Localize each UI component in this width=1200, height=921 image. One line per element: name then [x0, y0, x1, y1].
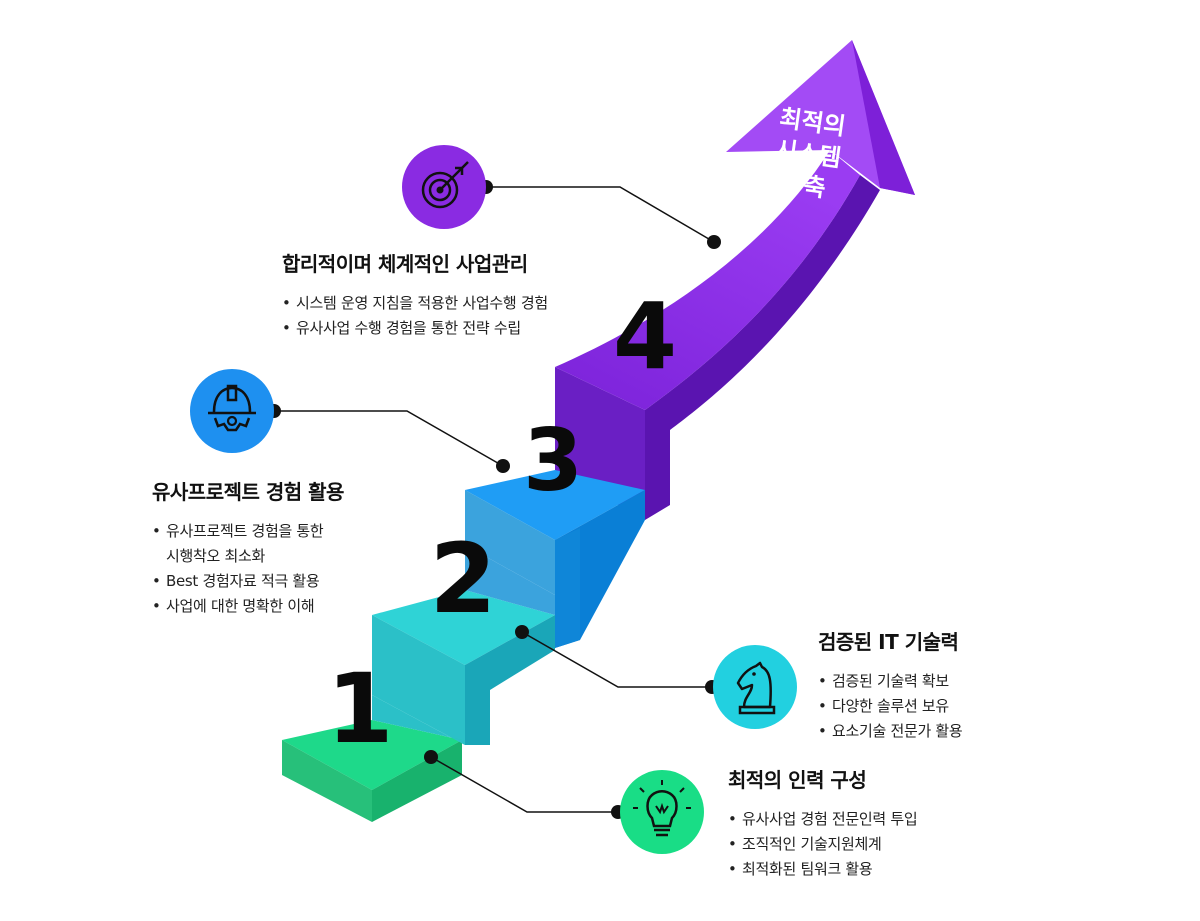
step-1 [282, 695, 465, 822]
block-tech-title: 검증된 IT 기술력 [818, 630, 959, 654]
block-management: 합리적이며 체계적인 사업관리 시스템 운영 지침을 적용한 사업수행 경험 유… [282, 248, 548, 341]
arrow-label-line-3: 구축 [780, 169, 828, 203]
block-people-title: 최적의 인력 구성 [728, 768, 867, 792]
step-3 [465, 470, 645, 648]
step-4-arrow [555, 40, 915, 520]
list-item: 조직적인 기술지원체계 [728, 832, 917, 857]
connectors [274, 186, 715, 813]
block-management-title: 합리적이며 체계적인 사업관리 [282, 252, 528, 276]
dot [424, 750, 438, 764]
connector-tech [521, 631, 712, 688]
chess-knight-icon [713, 645, 797, 729]
list-item: 유사사업 경험 전문인력 투입 [728, 807, 918, 832]
connector-people [430, 756, 618, 813]
step-number-2: 2 [430, 523, 497, 635]
lightbulb-icon [620, 770, 704, 854]
list-item: 유사프로젝트 경험을 통한 시행착오 최소화 [152, 519, 344, 569]
list-item-line: 시행착오 최소화 [166, 547, 265, 565]
connector-management [486, 186, 715, 243]
block-project-list: 유사프로젝트 경험을 통한 시행착오 최소화 Best 경험자료 적극 활용 사… [152, 519, 344, 619]
block-tech: 검증된 IT 기술력 검증된 기술력 확보 다양한 솔루션 보유 요소기술 전문… [818, 626, 963, 744]
block-people-list: 유사사업 경험 전문인력 투입 조직적인 기술지원체계 최적화된 팀워크 활용 [728, 807, 918, 882]
list-item: 최적화된 팀워크 활용 [728, 857, 917, 882]
step-2 [372, 545, 555, 745]
connector-project [274, 410, 504, 467]
list-item: Best 경험자료 적극 활용 [152, 569, 344, 594]
step-number-4: 4 [613, 283, 677, 390]
block-project-title: 유사프로젝트 경험 활용 [152, 480, 344, 504]
block-management-list: 시스템 운영 지침을 적용한 사업수행 경험 유사사업 수행 경험을 통한 전략… [282, 291, 548, 341]
list-item: 요소기술 전문가 활용 [818, 719, 963, 744]
list-item: 다양한 솔루션 보유 [818, 694, 962, 719]
list-item-line: 유사프로젝트 경험을 통한 [166, 522, 324, 540]
step-number-3: 3 [523, 411, 583, 511]
dot [515, 625, 529, 639]
list-item: 유사사업 수행 경험을 통한 전략 수립 [282, 316, 548, 341]
block-project: 유사프로젝트 경험 활용 유사프로젝트 경험을 통한 시행착오 최소화 Best… [152, 476, 344, 619]
block-tech-list: 검증된 기술력 확보 다양한 솔루션 보유 요소기술 전문가 활용 [818, 669, 963, 744]
list-item: 시스템 운영 지침을 적용한 사업수행 경험 [282, 291, 548, 316]
list-item: 검증된 기술력 확보 [818, 669, 962, 694]
step-number-1: 1 [327, 653, 394, 765]
dot [496, 459, 510, 473]
block-people: 최적의 인력 구성 유사사업 경험 전문인력 투입 조직적인 기술지원체계 최적… [728, 764, 918, 882]
dot [707, 235, 721, 249]
list-item: 사업에 대한 명확한 이해 [152, 594, 344, 619]
helmet-gear-icon [190, 369, 274, 453]
target-icon [402, 145, 486, 229]
